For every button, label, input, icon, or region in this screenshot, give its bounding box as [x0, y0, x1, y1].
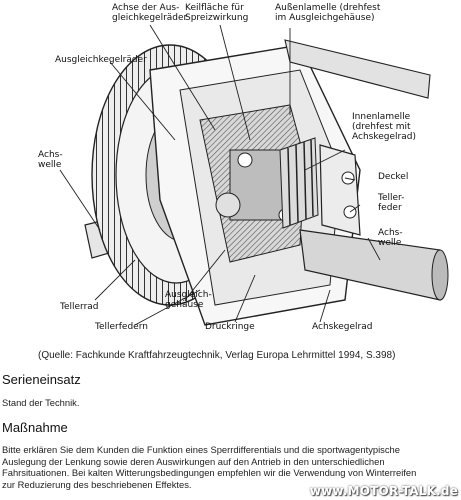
massnahme-line: Auslegung der Lenkung sowie deren Auswir…	[2, 455, 385, 467]
label-tellerrad: Tellerrad	[60, 302, 99, 312]
label-achse-ausgleich: Achse der Aus-gleichkegelräder	[112, 3, 188, 23]
massnahme-line: zur Reduzierung des beschriebenen Effekt…	[2, 478, 192, 490]
top-shaft	[284, 39, 431, 99]
massnahme-paragraph: Bitte erklären Sie dem Kunden die Funkti…	[2, 444, 416, 490]
label-tellerfeder: Teller-feder	[378, 193, 405, 213]
figure-caption: (Quelle: Fachkunde Kraftfahrzeugtechnik,…	[38, 350, 396, 361]
heading-serieneinsatz: Serieneinsatz	[2, 372, 81, 387]
label-achswelle-right: Achs-welle	[378, 228, 403, 248]
differential-drawing: Achse der Aus-gleichkegelräder Keilfläch…	[38, 3, 449, 332]
label-achskegelrad: Achskegelrad	[312, 322, 373, 332]
leader-lines	[59, 24, 381, 326]
label-deckel: Deckel	[378, 172, 409, 182]
watermark: www.MOTOR-TALK.de	[309, 484, 458, 498]
massnahme-line: Fahrsituationen. Bei kalten Witterungsbe…	[2, 467, 417, 479]
heading-massnahme: Maßnahme	[2, 420, 68, 435]
label-druckringe: Druckringe	[205, 322, 255, 332]
clutch-plates	[279, 137, 319, 229]
label-ausgleichgehaeuse: Ausgleich-gehäuse	[165, 290, 212, 310]
massnahme-line: Bitte erklären Sie dem Kunden die Funkti…	[2, 444, 400, 455]
serieneinsatz-text: Stand der Technik.	[2, 397, 80, 408]
label-ausgleichkegelraeder: Ausgleichkegelräder	[55, 55, 147, 65]
label-achswelle-left: Achs-welle	[38, 150, 63, 170]
label-tellerfedern: Tellerfedern	[95, 322, 148, 332]
cover	[319, 144, 361, 236]
differential-illustration	[59, 24, 449, 326]
right-axle-shaft	[299, 229, 449, 301]
